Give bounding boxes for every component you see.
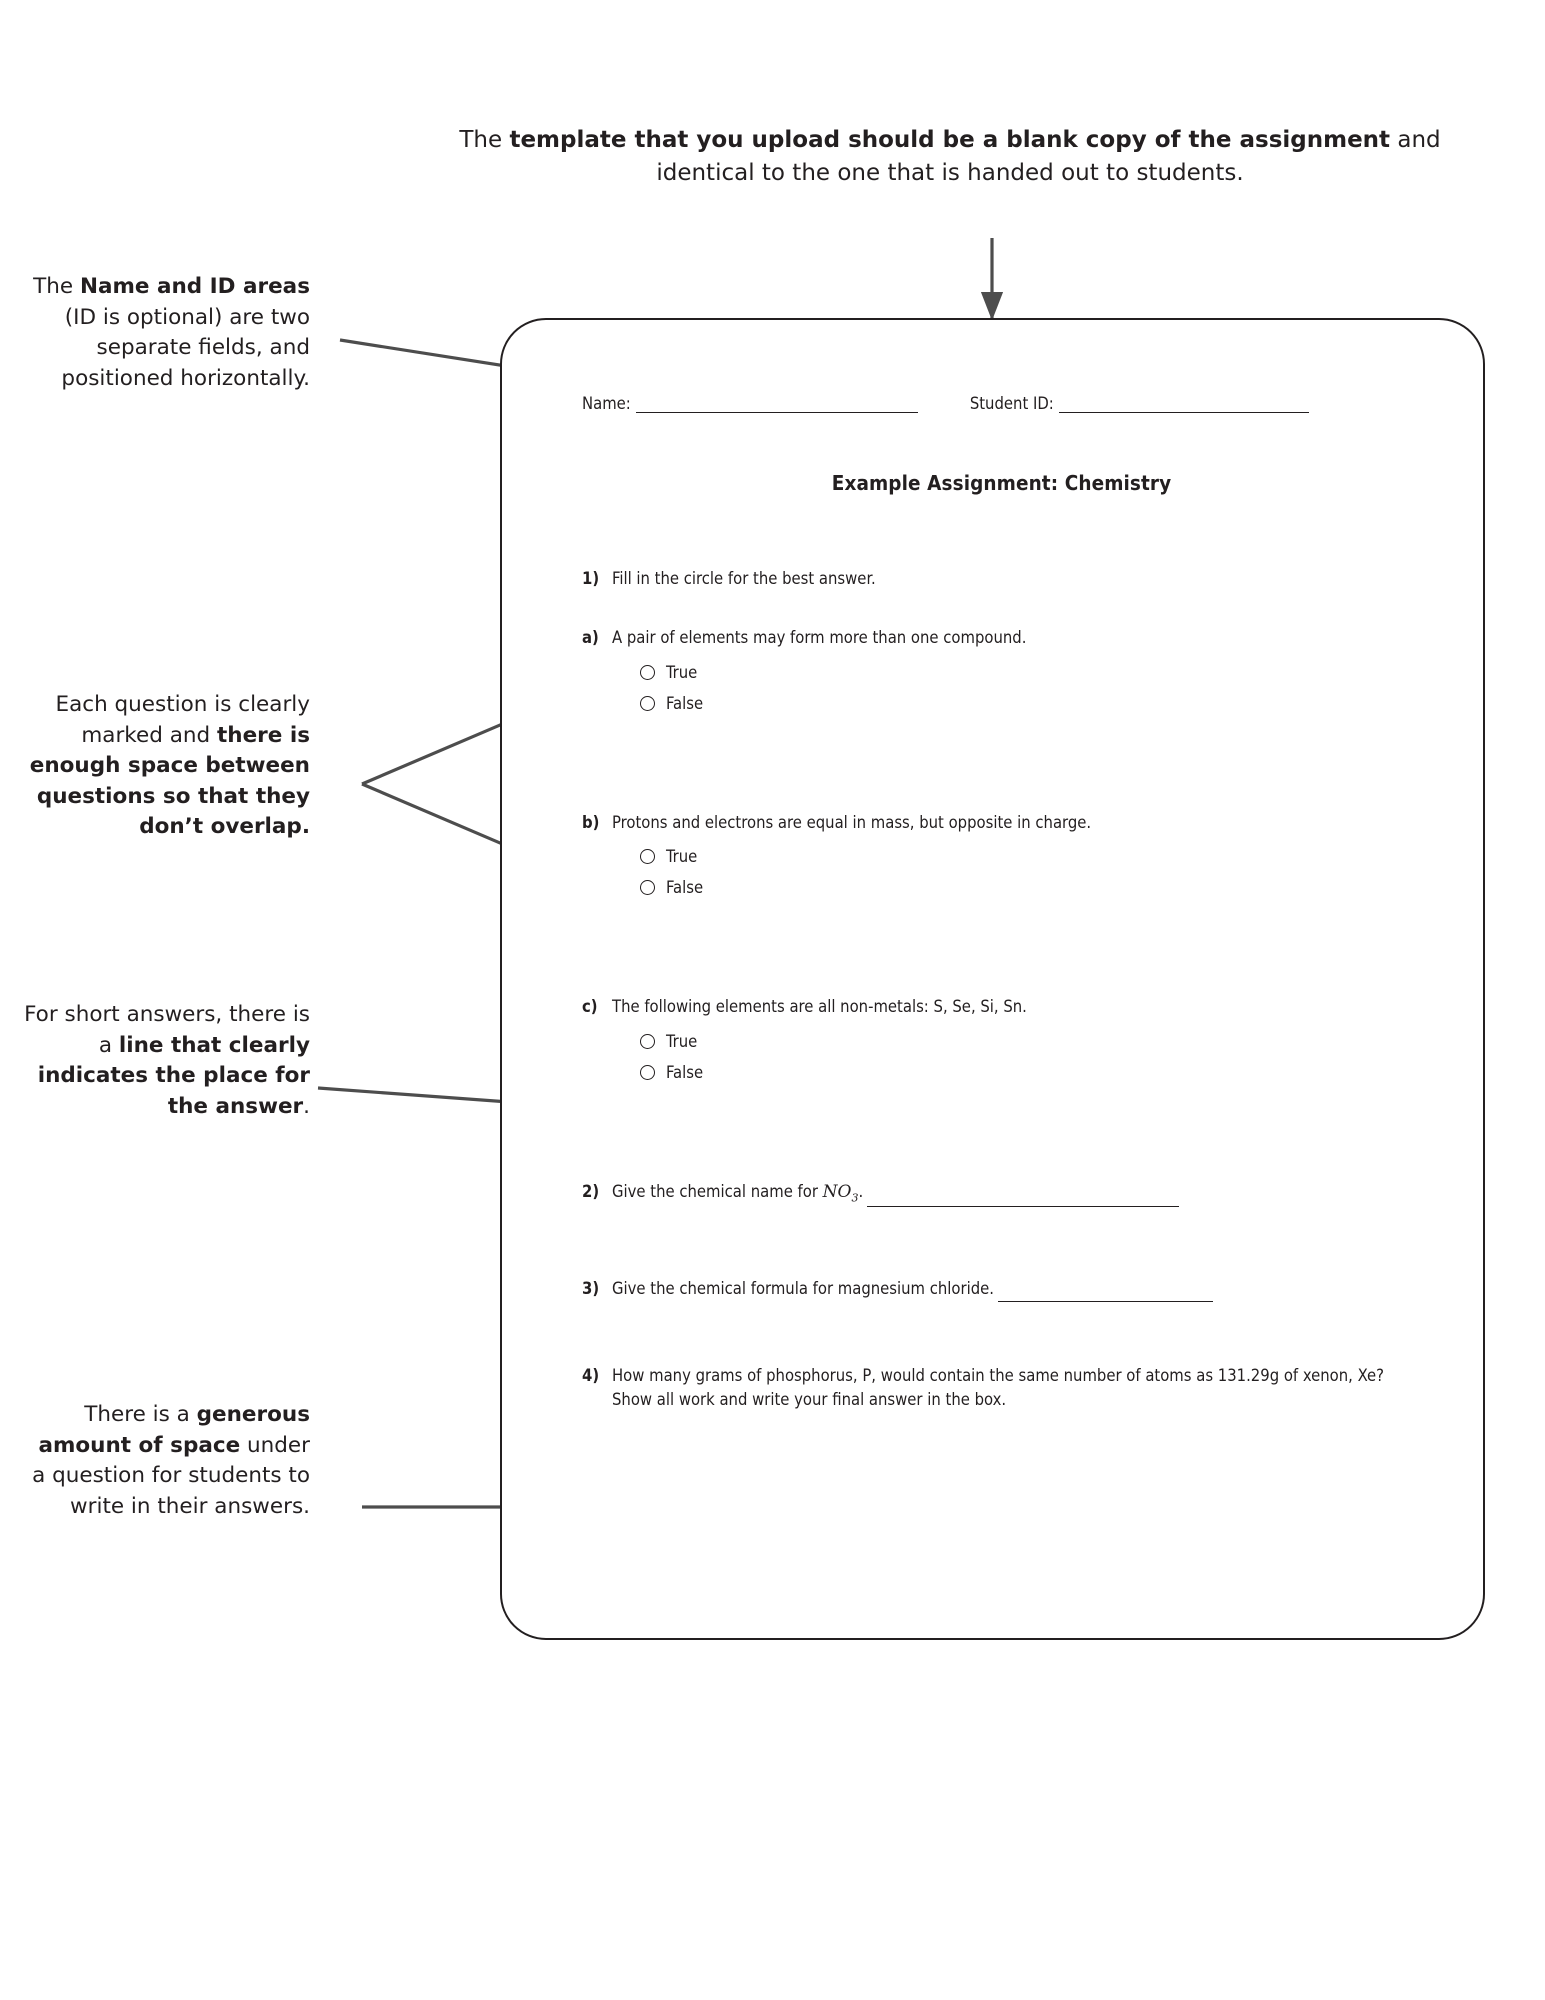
annotation-seg: (ID is optional) are two separate fields… xyxy=(61,304,310,391)
annotation-seg: . xyxy=(303,1093,310,1119)
radio-bubble-icon[interactable] xyxy=(640,695,655,711)
annotation-seg: under a question for students to write i… xyxy=(32,1432,310,1519)
assignment-content: Name: Student ID: Example Assignment: Ch… xyxy=(502,320,1483,1649)
header-annotation-suffix: and identical to the one that is handed … xyxy=(656,127,1441,187)
subquestion-1a-text: A pair of elements may form more than on… xyxy=(612,627,1027,647)
chemical-formula-nitrate: NO3 xyxy=(822,1182,859,1205)
question-2-body: Give the chemical name for NO3. xyxy=(612,1180,1421,1207)
annotation-seg: For short answers, there is a xyxy=(24,1002,310,1058)
student-id-input-line[interactable] xyxy=(1058,398,1309,413)
question-1: 1) Fill in the circle for the best answe… xyxy=(582,567,1421,592)
question-2-answer-line[interactable] xyxy=(867,1193,1180,1207)
choice-1a-true[interactable]: True xyxy=(640,663,1421,682)
subquestion-1c-text: The following elements are all non-metal… xyxy=(612,997,1027,1017)
question-3-answer-line[interactable] xyxy=(998,1288,1214,1302)
question-4-text: How many grams of phosphorus, P, would c… xyxy=(612,1365,1385,1410)
header-annotation-bold: template that you upload should be a bla… xyxy=(509,127,1391,153)
student-identity-row: Name: Student ID: xyxy=(582,394,1421,413)
subquestion-1c: c) The following elements are all non-me… xyxy=(582,995,1421,1020)
choices-1a: True False xyxy=(640,663,1421,713)
student-id-label: Student ID: xyxy=(969,394,1054,413)
annotation-seg-bold: there is enough space between questions … xyxy=(29,722,310,840)
question-4-number: 4) xyxy=(582,1365,600,1385)
question-spacing xyxy=(582,909,1421,995)
choice-1a-false[interactable]: False xyxy=(640,694,1421,713)
formula-subscript: 3 xyxy=(851,1191,859,1205)
question-2-text-after: . xyxy=(858,1182,864,1201)
choice-1b-true[interactable]: True xyxy=(640,847,1421,866)
annotation-seg: The xyxy=(33,274,80,299)
subquestion-1b: b) Protons and electrons are equal in ma… xyxy=(582,811,1421,836)
choices-1b: True False xyxy=(640,847,1421,897)
choice-label: False xyxy=(666,878,704,898)
question-2-number: 2) xyxy=(582,1182,600,1201)
question-1-text: Fill in the circle for the best answer. xyxy=(612,569,876,588)
subquestion-1b-letter: b) xyxy=(582,812,600,832)
radio-bubble-icon[interactable] xyxy=(640,1034,655,1049)
subquestion-1a: a) A pair of elements may form more than… xyxy=(582,626,1421,651)
name-label: Name: xyxy=(582,394,631,413)
subquestion-1b-text: Protons and electrons are equal in mass,… xyxy=(612,812,1092,832)
name-input-line[interactable] xyxy=(635,398,918,413)
annotation-seg: Each question is clearly marked and xyxy=(55,692,310,748)
question-1-number: 1) xyxy=(582,569,600,588)
annotation-answer-line: For short answers, there is a line that … xyxy=(20,1000,310,1122)
annotation-question-spacing: Each question is clearly marked and ther… xyxy=(10,690,310,843)
question-3-number: 3) xyxy=(582,1278,600,1298)
question-spacing xyxy=(582,1308,1421,1364)
question-3-body: Give the chemical formula for magnesium … xyxy=(612,1277,1421,1302)
radio-bubble-icon[interactable] xyxy=(640,664,655,680)
radio-bubble-icon[interactable] xyxy=(640,1065,655,1080)
question-3: 3) Give the chemical formula for magnesi… xyxy=(582,1277,1421,1302)
annotation-seg-bold: generous amount of space xyxy=(38,1402,310,1458)
annotation-name-id: The Name and ID areas (ID is optional) a… xyxy=(10,272,310,394)
subquestion-1c-letter: c) xyxy=(582,997,598,1017)
annotation-generous-space: There is a generous amount of space unde… xyxy=(20,1400,310,1522)
choice-1c-true[interactable]: True xyxy=(640,1032,1421,1051)
subquestion-1a-letter: a) xyxy=(582,627,599,647)
question-spacing xyxy=(582,1094,1421,1180)
choice-label: False xyxy=(666,1063,704,1082)
assignment-template-panel: Name: Student ID: Example Assignment: Ch… xyxy=(500,318,1485,1640)
choices-1c: True False xyxy=(640,1032,1421,1082)
choice-label: True xyxy=(666,1032,698,1051)
choice-label: True xyxy=(666,847,698,867)
radio-bubble-icon[interactable] xyxy=(640,849,655,865)
choice-1c-false[interactable]: False xyxy=(640,1063,1421,1082)
question-spacing xyxy=(582,725,1421,811)
annotation-seg-bold: Name and ID areas xyxy=(80,274,310,299)
question-spacing xyxy=(582,1213,1421,1277)
annotation-seg: There is a xyxy=(84,1402,197,1427)
question-2: 2) Give the chemical name for NO3. xyxy=(582,1180,1421,1207)
assignment-title: Example Assignment: Chemistry xyxy=(831,471,1172,495)
header-annotation: The template that you upload should be a… xyxy=(420,124,1480,190)
question-3-text: Give the chemical formula for magnesium … xyxy=(612,1278,995,1298)
question-2-text: Give the chemical name for xyxy=(612,1182,823,1201)
question-4-answer-space[interactable] xyxy=(582,1419,1421,1649)
radio-bubble-icon[interactable] xyxy=(640,880,655,896)
choice-label: True xyxy=(666,662,698,682)
annotation-seg-bold: line that clearly indicates the place fo… xyxy=(37,1032,310,1119)
formula-base: NO xyxy=(822,1182,852,1202)
header-annotation-prefix: The xyxy=(459,127,510,153)
choice-1b-false[interactable]: False xyxy=(640,878,1421,897)
choice-label: False xyxy=(666,693,704,713)
question-4: 4) How many grams of phosphorus, P, woul… xyxy=(582,1364,1421,1414)
